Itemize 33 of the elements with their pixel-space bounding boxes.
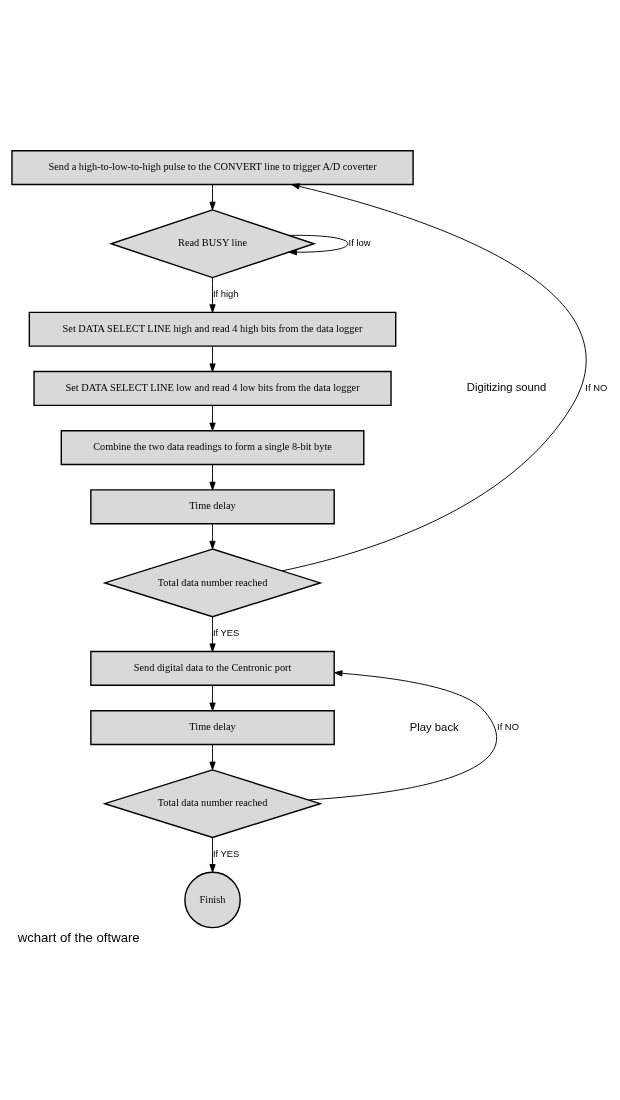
edge-label: If YES xyxy=(212,627,240,639)
caption: wchart of the oftware xyxy=(17,929,140,945)
node-box: Send digital data to the Centronic port xyxy=(90,650,335,687)
node-box: Time delay xyxy=(90,489,335,525)
label: Digitizing sound xyxy=(466,381,547,394)
arrow xyxy=(209,616,216,652)
node-box: Combine the two data readings to form a single 8-bit byte xyxy=(60,430,365,466)
arrow xyxy=(209,464,216,491)
node-circle: Finish xyxy=(184,871,241,929)
node-box: Set DATA SELECT LINE low and read 4 low bits from the data logger xyxy=(33,370,392,407)
arrow xyxy=(308,670,498,801)
arrow xyxy=(209,837,216,873)
arrow xyxy=(209,277,216,313)
arrow xyxy=(209,405,216,432)
edge-label: If high xyxy=(212,288,239,300)
edge-label: If YES xyxy=(212,848,240,860)
node-diamond: Total data number reached xyxy=(102,769,323,839)
node-diamond: Total data number reached xyxy=(102,548,323,618)
arrow xyxy=(209,184,216,211)
arrow xyxy=(288,234,349,256)
node-box: Send a high-to-low-to-high pulse to the CONVERT line to trigger A/D coverter xyxy=(11,150,414,186)
edge-label: If NO xyxy=(497,720,519,732)
node-box: Set DATA SELECT LINE high and read 4 high bits from the data logger xyxy=(28,311,397,347)
arrow xyxy=(209,744,216,771)
label: Play back xyxy=(409,720,459,733)
edge-label: If NO xyxy=(585,381,608,393)
arrow xyxy=(209,523,216,550)
arrow xyxy=(209,685,216,711)
node-box: Time delay xyxy=(90,709,335,746)
arrow xyxy=(209,346,216,372)
arrow xyxy=(281,183,586,572)
node-diamond: Read BUSY line xyxy=(108,209,317,279)
edge-label: If low xyxy=(348,237,371,249)
